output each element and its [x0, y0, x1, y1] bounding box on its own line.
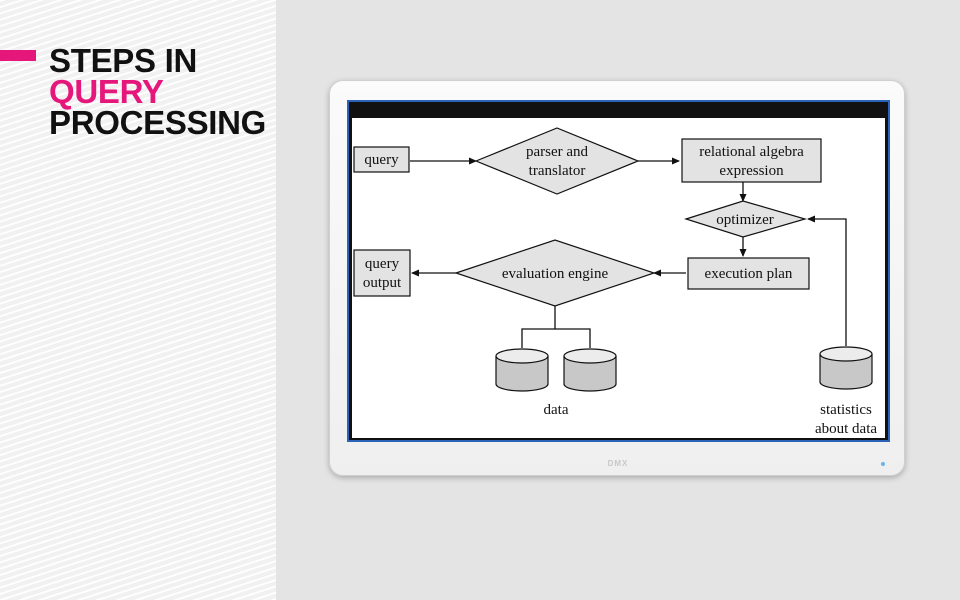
title-line-3: PROCESSING: [49, 104, 267, 141]
power-led-icon: [881, 462, 885, 466]
connector-evaluation-to-data-1: [521, 306, 556, 348]
relational-label-line-2: expression: [719, 163, 784, 179]
relational-algebra-node: [681, 138, 822, 183]
query-processing-diagram: query parser and translator relational a…: [352, 118, 885, 438]
parser-label-line-1: parser and: [526, 144, 589, 160]
query-label: query: [364, 152, 399, 168]
query-output-label-line-2: output: [363, 275, 402, 291]
data-label: data: [544, 402, 569, 418]
parser-label-line-2: translator: [529, 163, 586, 179]
connector-evaluation-to-data-2: [555, 328, 591, 348]
optimizer-label: optimizer: [716, 212, 773, 228]
arrow-statistics-to-optimizer: [807, 215, 847, 346]
evaluation-engine-node: [454, 239, 656, 307]
optimizer-node: [684, 200, 808, 238]
parser-translator-node: [474, 127, 640, 195]
query-output-label-line-1: query: [365, 256, 400, 272]
data-cylinder-1: [495, 348, 549, 392]
relational-label-line-1: relational algebra: [699, 144, 804, 160]
execution-plan-label: execution plan: [705, 266, 793, 282]
statistics-label-line-1: statistics: [820, 402, 872, 418]
query-output-node: [353, 249, 411, 297]
slide-title: STEPS IN QUERY PROCESSING: [49, 42, 267, 141]
accent-bar: [0, 50, 36, 61]
data-cylinder-2: [563, 348, 617, 392]
monitor-frame: query parser and translator relational a…: [329, 80, 905, 476]
left-panel: [0, 0, 276, 600]
monitor-brand-logo: DMX: [607, 459, 629, 468]
title-line-2: QUERY: [49, 73, 164, 110]
statistics-cylinder: [819, 346, 873, 390]
title-line-1: STEPS IN: [49, 42, 197, 79]
execution-plan-node: [687, 257, 810, 290]
query-node: [353, 146, 410, 173]
monitor-screen: query parser and translator relational a…: [347, 100, 890, 442]
statistics-label-line-2: about data: [815, 421, 877, 437]
evaluation-engine-label: evaluation engine: [502, 266, 609, 282]
